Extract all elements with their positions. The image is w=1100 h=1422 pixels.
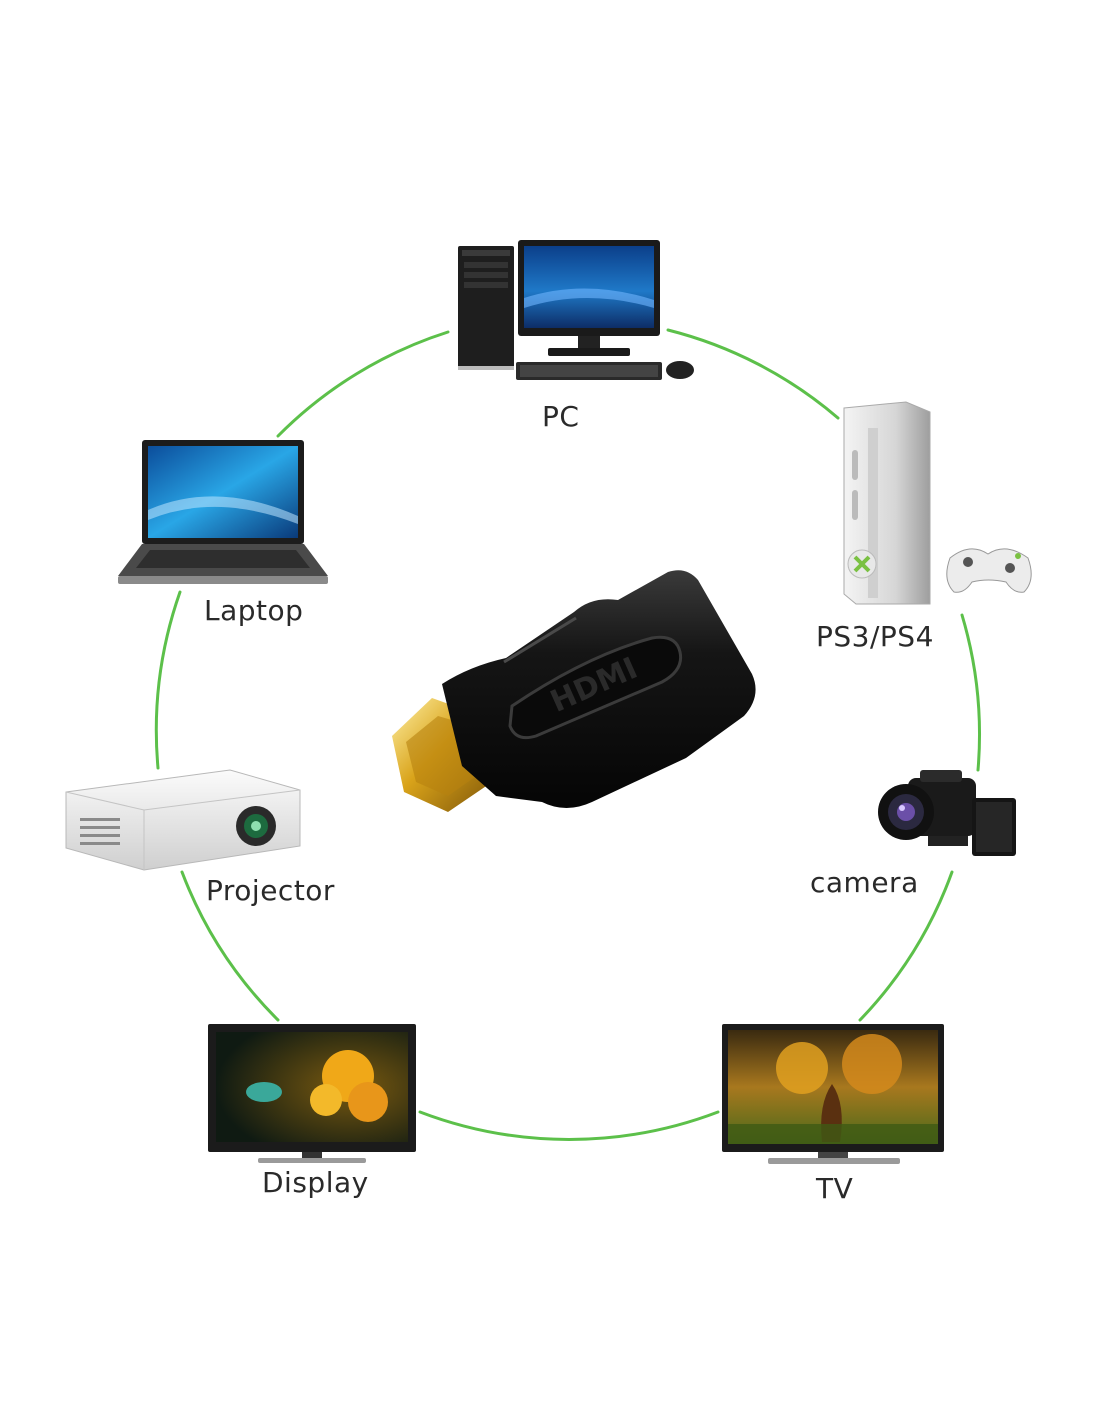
- laptop-label: Laptop: [204, 594, 304, 627]
- hdmi-adapter-icon: HDMI: [392, 570, 756, 812]
- display-label: Display: [262, 1166, 369, 1199]
- game-console-icon: [843, 401, 1032, 605]
- console-label: PS3/PS4: [816, 620, 934, 653]
- ring-arc-laptop-pc: [276, 330, 450, 438]
- display-monitor-icon: [208, 1024, 416, 1163]
- ring-arc-camera-tv: [858, 870, 954, 1022]
- laptop-icon: [118, 440, 328, 584]
- ring-arc-tv-display: [418, 1110, 720, 1141]
- ring-arc-pc-console: [666, 328, 840, 420]
- pc-icon: [458, 240, 694, 380]
- projector-icon: [65, 769, 301, 871]
- tv-label: TV: [816, 1172, 854, 1205]
- pc-label: PC: [542, 400, 580, 433]
- ring-arc-display-projector: [180, 870, 280, 1022]
- camera-label: camera: [810, 866, 919, 899]
- tv-icon: [722, 1024, 944, 1164]
- ring-arc-console-camera: [960, 613, 981, 772]
- ring-arc-projector-laptop: [154, 590, 182, 770]
- projector-label: Projector: [206, 874, 335, 907]
- camcorder-icon: [878, 770, 1016, 856]
